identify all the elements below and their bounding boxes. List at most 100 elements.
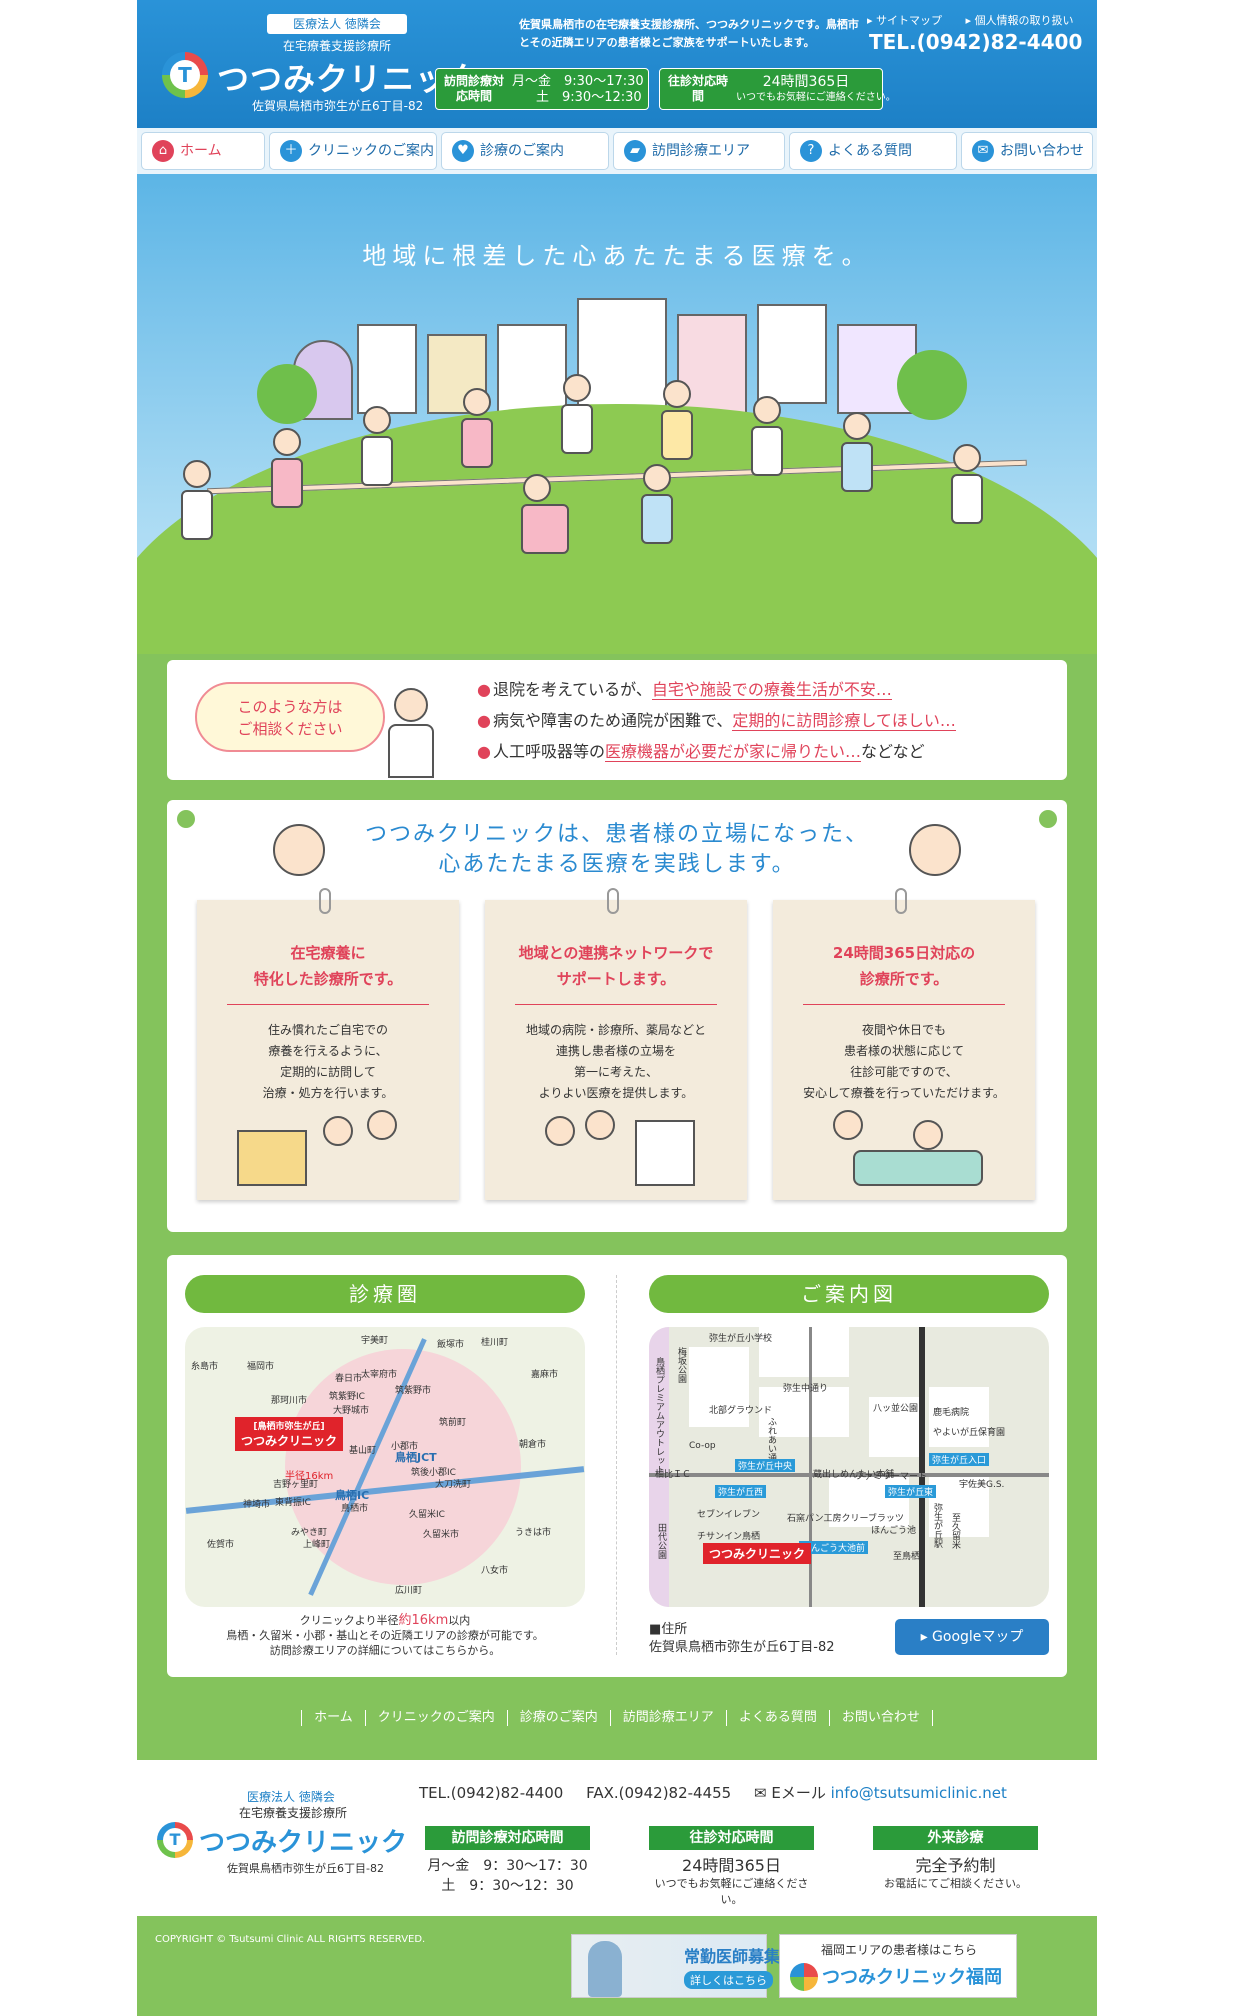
logo-icon [162,52,208,98]
footer-outpatient: 外来診療 完全予約制 お電話にてご相談ください。 [873,1826,1038,1892]
nav-contact[interactable]: ✉お問い合わせ [961,132,1093,170]
clinic-type: 在宅療養支援診療所 [282,39,391,53]
footer-house-call: 往診対応時間 24時間365日 いつでもお気軽にご連絡ください。 [649,1826,814,1908]
patient-wheelchair-illustration [517,474,577,564]
staff-illustration [947,444,987,534]
car-icon: ▰ [624,140,646,162]
footer-nav-home[interactable]: ホーム [301,1710,365,1726]
clinic-address-block: ■住所 佐賀県鳥栖市弥生が丘6丁目-82 [649,1622,835,1655]
footer-email-link[interactable]: info@tsutsumiclinic.net [830,1784,1007,1802]
visit-hours-label: 訪問診療対応時間 [444,74,505,103]
staff-illustration [557,374,597,464]
feature-card: 地域との連携ネットワークで サポートします。 地域の病院・診療所、薬局などと 連… [485,888,747,1200]
tree-illustration [897,350,967,420]
visit-hours-sat: 土 9:30～12:30 [536,90,642,105]
house-call-label: 往診対応時間 [668,74,729,103]
footer-nav-clinic-info[interactable]: クリニックのご案内 [364,1710,507,1726]
paperclip-icon [319,888,331,914]
area-detail-link[interactable]: 訪問診療エリアの詳細についてはこちらから。 [269,1644,501,1657]
global-nav: ⌂ホーム ＋クリニックのご案内 ♥診療のご案内 ▰訪問診療エリア ?よくある質問… [137,128,1097,174]
question-icon: ? [800,140,822,162]
staff-illustration [747,396,787,486]
feature-card-body: 夜間や休日でも 患者様の状態に応じて 往診可能ですので、 安心して療養を行ってい… [803,1023,1005,1100]
footer-nav-medical-info[interactable]: 診療のご案内 [506,1710,610,1726]
feature-card-body: 住み慣れたご自宅での 療養を行えるように、 定期的に訪問して 治療・処方を行いま… [262,1023,394,1100]
footer-nav-faq[interactable]: よくある質問 [725,1710,829,1726]
bedside-care-illustration [813,1110,993,1190]
clinic-address: 佐賀県鳥栖市弥生が丘6丁目-82 [252,99,424,113]
mail-icon: ✉ [972,140,994,162]
home-icon: ⌂ [152,140,174,162]
list-item: 病気や障害のため通院が困難で、定期的に訪問診療してほしい… [477,705,1057,736]
list-item: 退院を考えているが、自宅や施設での療養生活が不安… [477,674,1057,705]
feature-card: 24時間365日対応の 診療所です。 夜間や休日でも 患者様の状態に応じて 往診… [773,888,1035,1200]
building-illustration [577,298,667,408]
sitemap-link[interactable]: ▸ サイトマップ [867,14,943,27]
footer-tel[interactable]: TEL.(0942)82-4400 [419,1784,564,1802]
nav-home[interactable]: ⌂ホーム [141,132,265,170]
site-header: 医療法人 徳隣会 在宅療養支援診療所 つつみクリニック 佐賀県鳥栖市弥生が丘6丁… [137,0,1097,128]
header-links: ▸ サイトマップ ▸ 個人情報の取り扱い [867,12,1094,28]
consult-list: 退院を考えているが、自宅や施設での療養生活が不安… 病気や障害のため通院が困難で… [477,674,1057,767]
staff-illustration [837,412,877,502]
service-area-map[interactable]: 宇美町 飯塚市 桂川町 糸島市 福岡市 太宰府市 春日市 筑紫野IC 筑紫野市 … [185,1327,585,1607]
privacy-link[interactable]: ▸ 個人情報の取り扱い [965,14,1074,27]
staff-illustration [267,428,307,518]
header-description: 佐賀県鳥栖市の在宅療養支援診療所、つつみクリニックです。鳥栖市とその近隣エリアの… [519,18,859,49]
building-illustration [757,304,827,404]
recruit-banner[interactable]: 常勤医師募集 詳しくはこちら [571,1934,780,1998]
paperclip-icon [607,888,619,914]
copyright: COPYRIGHT © Tsutsumi Clinic ALL RIGHTS R… [155,1934,426,1945]
footer-contact: TEL.(0942)82-4400 FAX.(0942)82-4455 ✉ Eメ… [419,1784,1007,1802]
maps-section: 診療圏 ご案内図 宇美町 飯塚市 桂川町 糸島市 福岡市 太宰府市 春日市 筑紫… [167,1255,1067,1677]
building-illustration [497,324,567,414]
clinic-marker: つつみクリニック [703,1543,812,1564]
feature-card-title: 24時間365日対応の 診療所です。 [832,944,976,988]
nav-medical-info[interactable]: ♥診療のご案内 [441,132,609,170]
house-call-note: いつでもお気軽にご連絡ください。 [736,92,896,103]
corp-badge: 医療法人 徳隣会 [267,14,407,34]
footer-nav-visit-area[interactable]: 訪問診療エリア [609,1710,726,1726]
hero-banner: 地域に根差した心あたたまる医療を。 [137,174,1097,654]
plus-icon: ＋ [280,140,302,162]
feature-card-body: 地域の病院・診療所、薬局などと 連携し患者様の立場を 第一に考えた、 よりよい医… [525,1023,706,1100]
paperclip-icon [895,888,907,914]
area-caption: クリニックより半径約16km以内 鳥栖・久留米・小郡・基山とその近隣エリアの診療… [185,1613,585,1658]
site-logo[interactable]: 医療法人 徳隣会 在宅療養支援診療所 つつみクリニック 佐賀県鳥栖市弥生が丘6丁… [162,12,480,113]
nav-clinic-info[interactable]: ＋クリニックのご案内 [269,132,437,170]
network-illustration [525,1110,705,1190]
area-title: 診療圏 [185,1275,585,1313]
visit-hours-weekday: 月～金 9:30～17:30 [512,74,644,89]
mail-icon: ✉ [754,1784,767,1802]
guide-map[interactable]: 弥生が丘小学校 鳥栖プレミアムアウトレット 梅坂公園 北部グラウンド 弥生中通り… [649,1327,1049,1607]
feature-card-title: 在宅療養に 特化した診療所です。 [253,944,403,988]
nav-visit-area[interactable]: ▰訪問診療エリア [613,132,785,170]
tree-illustration [257,364,317,424]
footer-visit-hours: 訪問診療対応時間 月～金 9：30～17：30 土 9：30～12：30 [425,1826,590,1896]
staff-illustration [457,388,497,478]
feature-card: 在宅療養に 特化した診療所です。 住み慣れたご自宅での 療養を行えるように、 定… [197,888,459,1200]
visit-hours-box: 訪問診療対応時間 月～金 9:30～17:30 土 9:30～12:30 [435,68,649,110]
home-visit-illustration [237,1110,417,1190]
nav-faq[interactable]: ?よくある質問 [789,132,957,170]
page: 医療法人 徳隣会 在宅療養支援診療所 つつみクリニック 佐賀県鳥栖市弥生が丘6丁… [137,0,1097,2016]
logo-icon [790,1963,818,1991]
building-illustration [357,324,417,414]
elderly-patient-illustration [637,464,677,554]
consult-box: このような方は ご相談ください 退院を考えているが、自宅や施設での療養生活が不安… [167,660,1067,780]
google-maps-button[interactable]: ▸ Googleマップ [895,1619,1049,1655]
staff-illustration [357,406,397,496]
logo-icon [157,1822,193,1858]
fukuoka-clinic-banner[interactable]: 福岡エリアの患者様はこちら つつみクリニック福岡 [779,1934,1017,1998]
feature-card-title: 地域との連携ネットワークで サポートします。 [518,944,714,988]
nurse-face-illustration [909,824,961,876]
railway [919,1327,925,1607]
guide-title: ご案内図 [649,1275,1049,1313]
footer-fax: FAX.(0942)82-4455 [586,1784,732,1802]
house-call-value: 24時間365日 [762,74,850,90]
header-tel[interactable]: TEL.(0942)82-4400 [869,30,1083,54]
footer-nav-contact[interactable]: お問い合わせ [828,1710,933,1726]
house-call-box: 往診対応時間 24時間365日 いつでもお気軽にご連絡ください。 [659,68,896,110]
site-footer: 医療法人 徳隣会 在宅療養支援診療所 つつみクリニック 佐賀県鳥栖市弥生が丘6丁… [137,1760,1097,1916]
radius-label: 半径16km [285,1471,334,1482]
